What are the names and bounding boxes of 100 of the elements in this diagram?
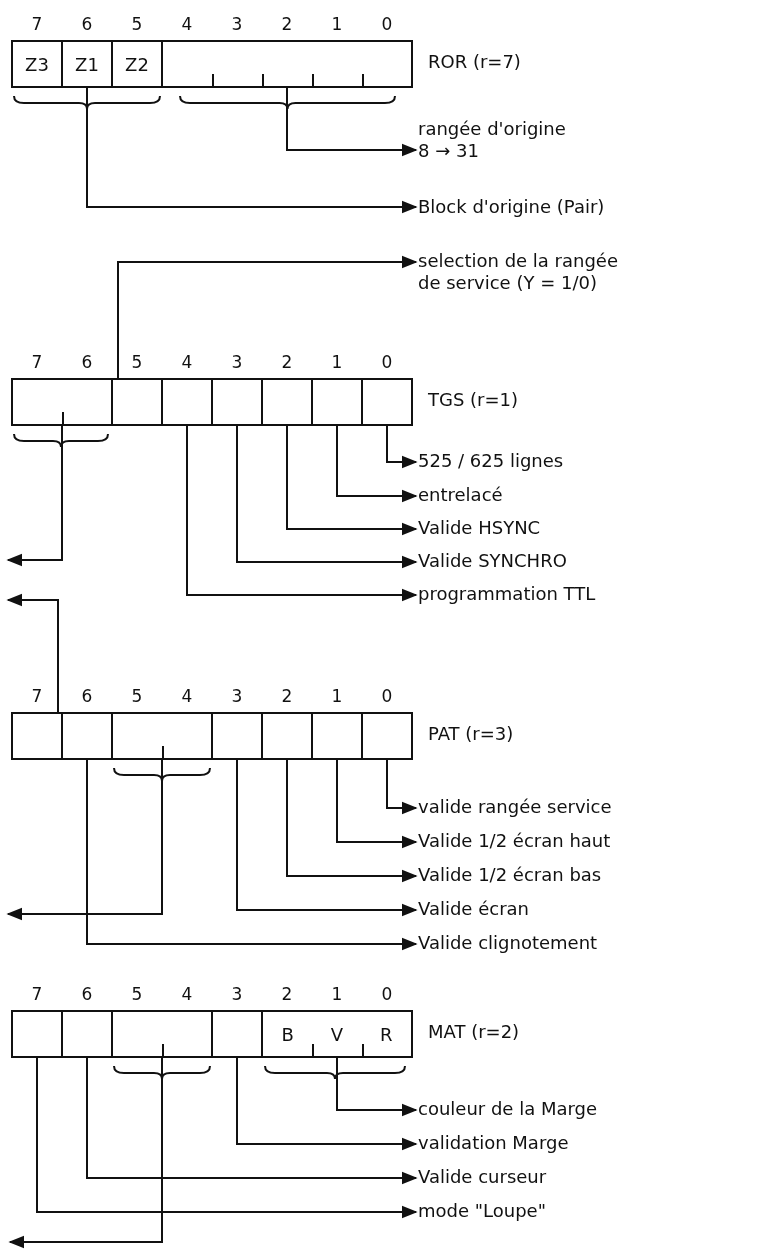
bit-number: 2 bbox=[280, 984, 294, 1004]
bit-number: 0 bbox=[380, 14, 394, 34]
arrow bbox=[286, 86, 418, 157]
bit-number: 7 bbox=[30, 984, 44, 1004]
bit-number: 7 bbox=[30, 686, 44, 706]
arrow bbox=[186, 424, 418, 602]
register-field bbox=[212, 379, 262, 425]
bit-number: 7 bbox=[30, 352, 44, 372]
field-label: V bbox=[330, 1023, 344, 1045]
description-text: Valide curseur bbox=[418, 1166, 548, 1188]
description-text: Valide 1/2 écran haut bbox=[418, 830, 612, 852]
register-field bbox=[362, 713, 412, 759]
bit-number: 5 bbox=[130, 686, 144, 706]
register-field bbox=[262, 1011, 412, 1057]
description-text: Valide écran bbox=[418, 898, 530, 920]
bit-number: 5 bbox=[130, 14, 144, 34]
register-field bbox=[262, 713, 312, 759]
register-field bbox=[162, 41, 412, 87]
bit-number: 5 bbox=[130, 984, 144, 1004]
register-name: ROR (r=7) bbox=[428, 51, 521, 72]
description-text: 525 / 625 lignes bbox=[418, 450, 565, 472]
register-field bbox=[62, 713, 112, 759]
bit-number: 7 bbox=[30, 14, 44, 34]
register-field bbox=[312, 379, 362, 425]
bit-number: 2 bbox=[280, 14, 294, 34]
bit-number: 3 bbox=[230, 352, 244, 372]
bit-number: 2 bbox=[280, 352, 294, 372]
arrow bbox=[236, 758, 418, 917]
register-field bbox=[312, 713, 362, 759]
bit-number: 3 bbox=[230, 686, 244, 706]
arrow bbox=[36, 1056, 418, 1219]
bit-number: 1 bbox=[330, 686, 344, 706]
arrow bbox=[8, 1056, 163, 1249]
description-text: entrelacé bbox=[418, 484, 504, 506]
bit-number: 6 bbox=[80, 352, 94, 372]
bit-number: 0 bbox=[380, 686, 394, 706]
register-field bbox=[62, 1011, 112, 1057]
field-label: Z2 bbox=[125, 53, 149, 75]
register-field bbox=[112, 379, 162, 425]
arrow bbox=[6, 593, 59, 714]
description-text: Valide SYNCHRO bbox=[418, 550, 568, 572]
register-field bbox=[12, 41, 62, 87]
field-label: B bbox=[281, 1023, 294, 1045]
arrow bbox=[86, 758, 418, 951]
register-field bbox=[212, 1011, 262, 1057]
register-field bbox=[112, 41, 162, 87]
arrow bbox=[6, 758, 163, 921]
field-label: Z1 bbox=[75, 53, 99, 75]
bit-number: 4 bbox=[180, 14, 194, 34]
arrow bbox=[86, 1056, 418, 1185]
register-field bbox=[262, 379, 312, 425]
bit-number: 4 bbox=[180, 686, 194, 706]
bit-number: 1 bbox=[330, 352, 344, 372]
register-field bbox=[162, 379, 212, 425]
register-field bbox=[62, 41, 112, 87]
bit-number: 1 bbox=[330, 984, 344, 1004]
description-text: Valide HSYNC bbox=[418, 517, 542, 539]
arrow bbox=[236, 1056, 418, 1151]
register-field bbox=[12, 713, 62, 759]
arrow bbox=[6, 424, 63, 567]
register-field bbox=[12, 1011, 62, 1057]
register-field bbox=[112, 1011, 212, 1057]
bit-number: 1 bbox=[330, 14, 344, 34]
bit-number: 5 bbox=[130, 352, 144, 372]
arrow bbox=[117, 255, 418, 380]
register-field bbox=[362, 379, 412, 425]
arrow bbox=[286, 424, 418, 536]
description-text: Block d'origine (Pair) bbox=[418, 196, 606, 218]
arrow bbox=[86, 86, 418, 214]
field-label: Z3 bbox=[25, 53, 49, 75]
description-text: Valide clignotement bbox=[418, 932, 599, 954]
description-text: Valide 1/2 écran bas bbox=[418, 864, 603, 886]
arrow bbox=[386, 424, 418, 469]
arrow bbox=[336, 1056, 418, 1117]
register-field bbox=[212, 713, 262, 759]
arrow bbox=[386, 758, 418, 815]
register-name: MAT (r=2) bbox=[428, 1021, 520, 1042]
arrow bbox=[236, 424, 418, 569]
bit-number: 2 bbox=[280, 686, 294, 706]
description-text: selection de la rangée de service (Y = 1/0) bbox=[418, 250, 618, 294]
arrow bbox=[336, 758, 418, 849]
register-name: PAT (r=3) bbox=[428, 723, 514, 744]
description-text: programmation TTL bbox=[418, 583, 597, 605]
bit-number: 3 bbox=[230, 14, 244, 34]
bit-number: 4 bbox=[180, 352, 194, 372]
register-name: TGS (r=1) bbox=[428, 389, 519, 410]
bit-number: 3 bbox=[230, 984, 244, 1004]
arrow bbox=[286, 758, 418, 883]
description-text: validation Marge bbox=[418, 1132, 570, 1154]
description-text: mode "Loupe" bbox=[418, 1200, 547, 1222]
field-label: R bbox=[380, 1023, 393, 1045]
bit-number: 6 bbox=[80, 686, 94, 706]
description-text: valide rangée service bbox=[418, 796, 613, 818]
bit-number: 4 bbox=[180, 984, 194, 1004]
bit-number: 0 bbox=[380, 352, 394, 372]
register-field bbox=[12, 379, 112, 425]
arrow bbox=[336, 424, 418, 503]
description-text: 8 → 31 bbox=[418, 140, 480, 162]
description-text: couleur de la Marge bbox=[418, 1098, 599, 1120]
bit-number: 6 bbox=[80, 14, 94, 34]
